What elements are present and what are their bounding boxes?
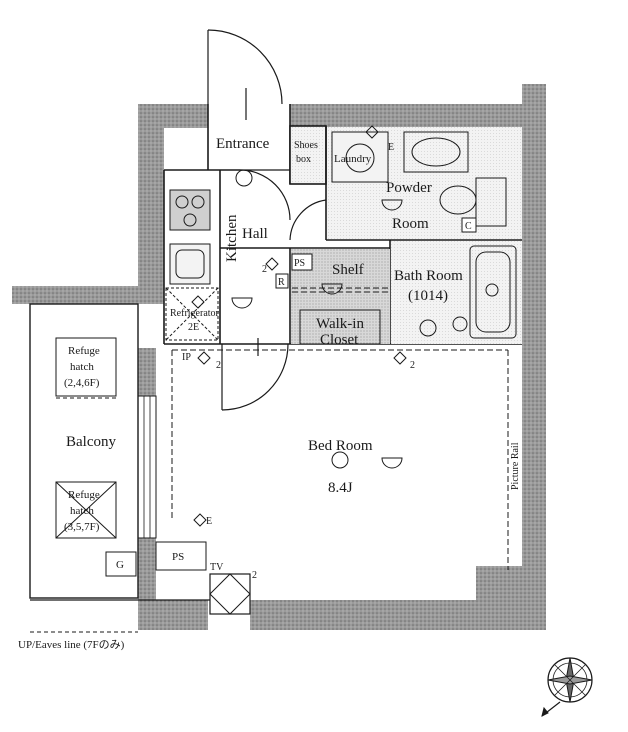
entrance-label: Entrance (216, 136, 270, 152)
refrigerator-label: Refrigerator (170, 308, 220, 319)
hatch-1-line-3: (2,4,6F) (64, 377, 100, 389)
hatch-2-line-3: (3,5,7F) (64, 521, 100, 533)
laundry-label: Laundry (334, 153, 372, 165)
outlet-count-hall: 2 (262, 264, 267, 275)
refrigerator-outlet-label: 2E (188, 322, 199, 333)
shelf-label: Shelf (332, 262, 364, 278)
hatch-2-line-1: Refuge (68, 489, 100, 501)
bed-room-label: Bed Room (308, 438, 373, 454)
ip-label: IP (182, 352, 191, 363)
balcony-label: Balcony (66, 434, 116, 450)
shoes-box-label-2: box (296, 154, 311, 165)
hatch-1-line-1: Refuge (68, 345, 100, 357)
c-label: C (465, 221, 472, 232)
eaves-line-note: UP/Eaves line (7Fのみ) (18, 638, 125, 651)
picture-rail-label: Picture Rail (510, 442, 521, 490)
powder-room-label-2: Room (392, 216, 429, 232)
outlet-icons (191, 125, 407, 527)
hatch-2-line-2: hatch (70, 505, 94, 517)
doors (207, 29, 327, 411)
g-label: G (116, 559, 124, 571)
walk-in-closet-label-2: Closet (320, 332, 359, 348)
outlet-count-bed-left: 2 (216, 360, 221, 371)
outlet-count-bed-right: 2 (410, 360, 415, 371)
shoes-box-label-1: Shoes (294, 140, 318, 151)
kitchen-label: Kitchen (224, 214, 240, 262)
walk-in-closet-label-1: Walk-in (316, 316, 364, 332)
outer-walls (12, 84, 546, 630)
e-bed-label: E (206, 516, 212, 527)
bath-room-label: Bath Room (394, 268, 463, 284)
bed-room-size-label: 8.4J (328, 480, 353, 496)
outlet-count-tv: 2 (252, 570, 257, 581)
tv-label: TV (210, 562, 224, 573)
hall-label: Hall (242, 226, 268, 242)
hatch-1-line-2: hatch (70, 361, 94, 373)
powder-room-label-1: Powder (386, 180, 432, 196)
bath-room-floor (391, 241, 522, 344)
r-label: R (278, 277, 285, 288)
compass-icon (541, 657, 593, 717)
fixtures (29, 131, 517, 633)
bath-size-label: (1014) (408, 288, 448, 304)
ps-top-label: PS (294, 258, 305, 269)
e-laundry-label: E (388, 142, 394, 153)
ps-bottom-label: PS (172, 551, 184, 563)
